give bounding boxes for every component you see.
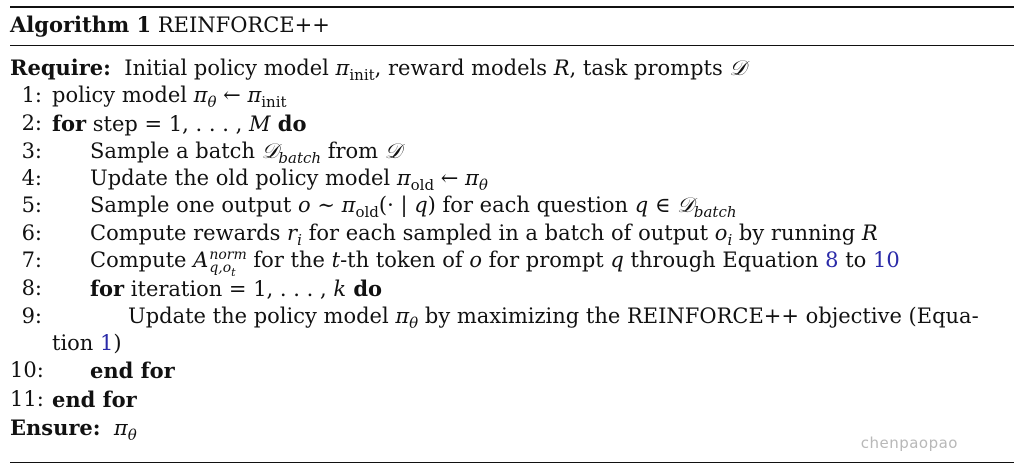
line-9: 9: Update the policy model πθ by maximiz…: [21, 303, 979, 333]
ensure-line: Ensure: πθ: [10, 415, 137, 445]
line-9-continued: tion 1): [52, 331, 122, 356]
line-10: 10: end for: [10, 358, 175, 384]
algorithm-label: Algorithm 1: [10, 12, 152, 37]
line-2: 2: for step = 1, . . . , M do: [21, 110, 307, 136]
line-8: 8: for iteration = 1, . . . , k do: [21, 275, 383, 301]
algorithm-lines: Require: Initial policy model πinit, rew…: [10, 54, 1014, 445]
algorithm-box: Algorithm 1 REINFORCE++ Require: Initial…: [10, 6, 1014, 445]
watermark: chenpaopao: [860, 434, 958, 452]
top-rule: [10, 6, 1014, 8]
algorithm-title: Algorithm 1 REINFORCE++: [10, 8, 1014, 39]
line-1: 1: policy model πθ ← πinit: [21, 83, 287, 112]
equation-ref-1[interactable]: 1: [100, 331, 114, 356]
equation-ref-10[interactable]: 10: [872, 248, 900, 273]
line-11: 11: end for: [10, 386, 137, 412]
require-line: Require: Initial policy model πinit, rew…: [10, 55, 747, 85]
line-6: 6: Compute rewards ri for each sampled i…: [21, 220, 878, 249]
algorithm-name: REINFORCE++: [157, 13, 330, 37]
line-3: 3: Sample a batch 𝒟batch from 𝒟: [21, 138, 402, 168]
title-rule: [10, 45, 1014, 46]
bottom-rule: [10, 462, 1014, 463]
line-5: 5: Sample one output o ∼ πold(· | q) for…: [21, 193, 737, 222]
line-4: 4: Update the old policy model πold ← πθ: [21, 166, 488, 195]
equation-ref-8[interactable]: 8: [825, 248, 839, 273]
